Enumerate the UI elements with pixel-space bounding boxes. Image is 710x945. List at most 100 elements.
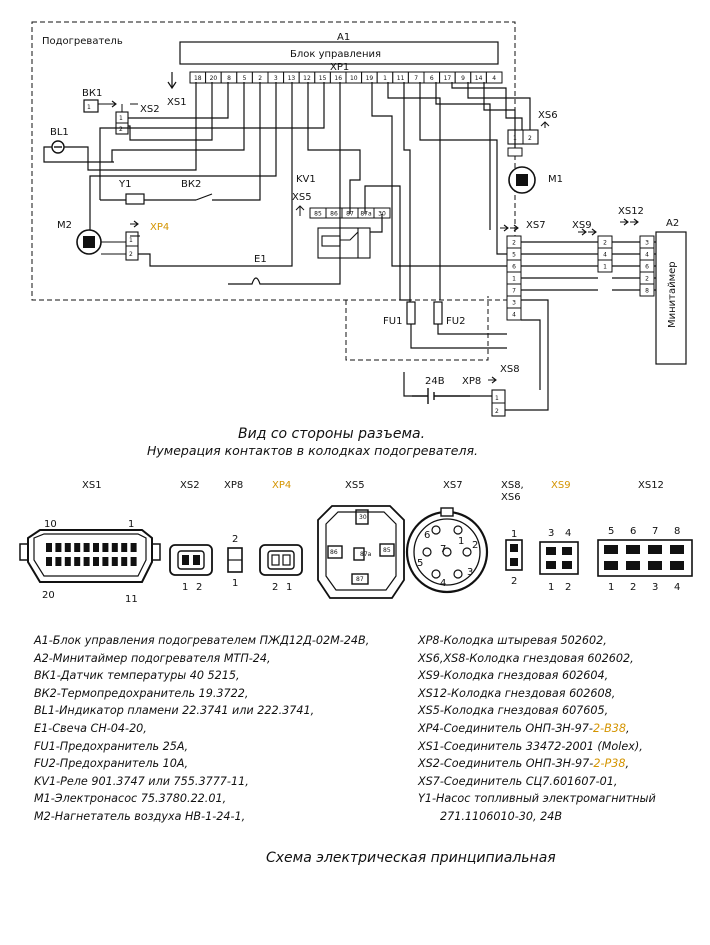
xs12-cavity: [604, 561, 618, 570]
xs7-pin-3: 3: [467, 567, 473, 578]
connector-xs2: [169, 544, 213, 576]
xs12-pin-3: 3: [652, 582, 658, 593]
accent-code: 2-В38: [592, 721, 627, 735]
xs5-strip-pin-85: 85: [314, 211, 322, 218]
label-xs1: XS1: [82, 480, 102, 491]
xs7-pin-5: 5: [512, 252, 516, 259]
xs8-pin-1: 1: [511, 529, 517, 540]
legend-right: XP8-Колодка штыревая 502602,XS6,XS8-Коло…: [418, 632, 656, 826]
xs9-pin-4: 4: [565, 528, 571, 539]
xp4-pin-2: 2: [272, 582, 278, 593]
xp1-pin-16: 16: [334, 75, 342, 82]
xp1-pin-3: 3: [274, 75, 278, 82]
xs8-ref: XS8: [500, 364, 520, 375]
a2-ref: А2: [666, 218, 679, 229]
xs1-pin-1: 1: [128, 519, 134, 530]
xs5-pin-87a: 87а: [360, 551, 372, 558]
legend-left-row: Е1-Свеча СН-04-20,: [34, 721, 147, 735]
xs12-cavity: [626, 561, 640, 570]
xs8-pin-2: 2: [511, 576, 517, 587]
accent-code: 2-Р38: [593, 757, 626, 771]
xp8-pin-1: 1: [232, 578, 238, 589]
xs1-slot: [121, 543, 128, 552]
xp1-pin-4: 4: [492, 75, 496, 82]
connector-xp8: [227, 547, 243, 573]
xs1-slot: [46, 543, 52, 552]
xp1-pin-9: 9: [461, 75, 465, 82]
connector-xs7: [405, 507, 489, 594]
xs7-pin-7: 7: [440, 544, 446, 555]
heater-label: Подогреватель: [42, 36, 123, 47]
svg-text:1: 1: [129, 237, 133, 244]
xs1-slot: [121, 557, 128, 566]
xs5-pin-87: 87: [356, 576, 364, 583]
xp1-pin-12: 12: [303, 75, 311, 82]
xs12-pin-8: 8: [674, 526, 680, 537]
xs1-pin-11: 11: [125, 594, 138, 605]
minitimer-label: Минитаймер: [667, 261, 678, 328]
bl1-ref: BL1: [50, 127, 69, 138]
xs12-pin-4: 4: [674, 582, 680, 593]
xs1-slot: [111, 543, 118, 552]
bk1-ref: ВК1: [82, 88, 102, 99]
fu1-ref: FU1: [383, 316, 402, 327]
legend-left-row: ВК2-Термопредохранитель 19.3722,: [34, 686, 249, 700]
xp8-pin-2: 2: [232, 534, 238, 545]
view-subtitle: Нумерация контактов в колодках подогрева…: [147, 443, 478, 458]
bk1-sensor: [83, 99, 99, 113]
xs5-strip-pin-86: 86: [330, 211, 338, 218]
xs9-pin-2: 2: [603, 240, 607, 247]
xs9-pin-3: 3: [548, 528, 554, 539]
svg-text:2: 2: [495, 408, 499, 415]
legend-left-row: KV1-Реле 901.3747 или 755.3777-11,: [34, 774, 249, 788]
arrows: [130, 218, 639, 384]
fuel-pump-y1: [125, 193, 145, 205]
label-xs2: XS2: [180, 480, 200, 491]
schema-title: Схема электрическая принципиальная: [266, 850, 556, 866]
legend-left-row: M2-Нагнетатель воздуха НВ-1-24-1,: [34, 809, 246, 823]
svg-text:2: 2: [119, 126, 123, 133]
xs1-slot: [74, 543, 81, 552]
xs12-cavity: [670, 561, 684, 570]
xs12-pin-2: 2: [630, 582, 636, 593]
control-unit-a1: [179, 41, 499, 65]
xs1-arrow: [167, 72, 177, 90]
xp1-pin-5: 5: [243, 75, 247, 82]
xs12-pin-6: 6: [645, 264, 649, 271]
legend-left: А1-Блок управления подогревателем ПЖД12Д…: [34, 632, 369, 826]
xp1-pin-20: 20: [210, 75, 218, 82]
xs5-pin-30: 30: [359, 514, 367, 521]
legend-right-row: XS12-Колодка гнездовая 602608,: [418, 686, 616, 700]
view-title: Вид со стороны разъема.: [238, 426, 426, 442]
xs7-pin-4: 4: [440, 578, 446, 589]
xs12-pin-6: 6: [630, 526, 636, 537]
xs7-pin-5: 5: [417, 558, 423, 569]
xp1-pin-cell: [485, 71, 503, 84]
xs5-pin-86: 86: [330, 549, 338, 556]
connector-xs5: [317, 505, 405, 599]
legend-left-row: ВК1-Датчик температуры 40 5215,: [34, 669, 240, 683]
label-xp8: XP8: [224, 480, 243, 491]
xp1-pin-1: 1: [383, 75, 387, 82]
xs5-strip-pin-87а: 87а: [360, 211, 372, 218]
fu2-ref: FU2: [446, 316, 465, 327]
xs1-slot: [55, 543, 62, 552]
xs5-ref: XS5: [292, 192, 312, 203]
xs9-pin-1: 1: [548, 582, 554, 593]
xs7-pin-6: 6: [512, 264, 516, 271]
xs12-pin-8: 8: [645, 288, 649, 295]
xs5-pin-85: 85: [383, 547, 391, 554]
xs9-pin-4: 4: [603, 252, 607, 259]
xs6-ref: XS6: [538, 110, 558, 121]
xs1-pin-10: 10: [44, 519, 57, 530]
xp1-pin-10: 10: [350, 75, 358, 82]
voltage-label: 24В: [425, 376, 445, 387]
wiring: [89, 82, 656, 411]
xp1-pin-7: 7: [414, 75, 418, 82]
connector-xs12: [597, 539, 693, 577]
xs12-pin-2: 2: [645, 276, 649, 283]
xs7-pin-2: 2: [512, 240, 516, 247]
